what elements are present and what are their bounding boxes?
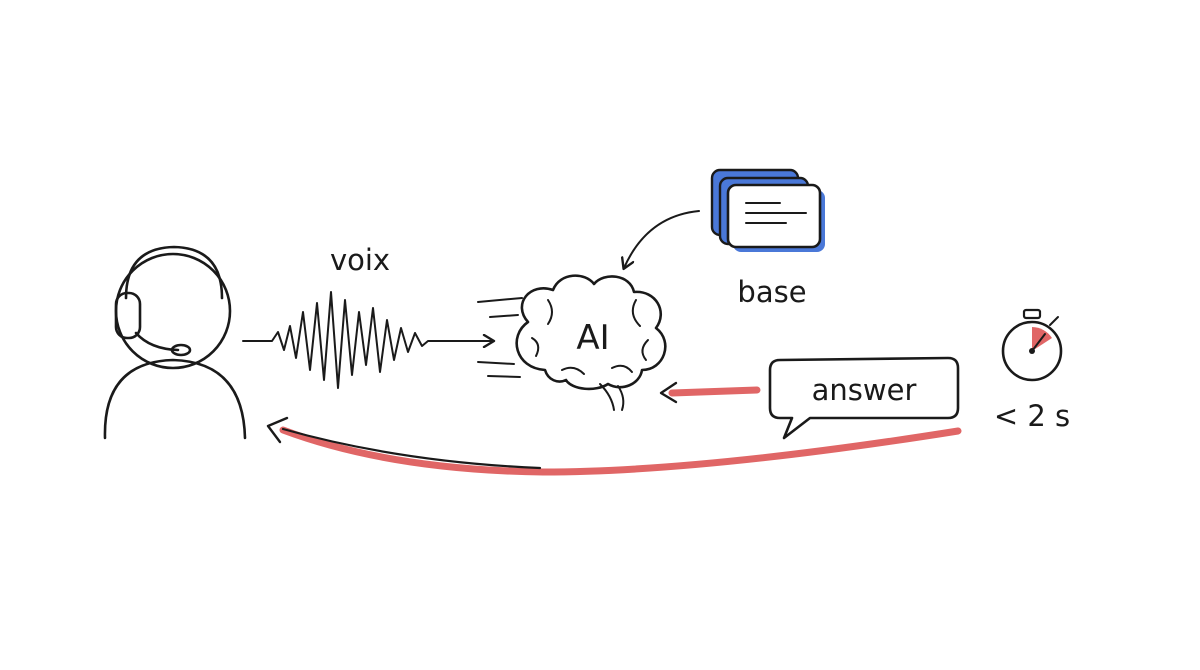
knowledge-to-ai-arrow (624, 210, 700, 268)
ai-label: AI (576, 318, 609, 358)
voice-label: voix (330, 243, 390, 277)
stopwatch-icon (1001, 308, 1063, 382)
latency-label: < 2 s (994, 399, 1070, 433)
document-stack-icon (710, 168, 825, 252)
knowledge-base-label: base (737, 275, 806, 309)
answer-label: answer (812, 373, 917, 407)
speed-lines (477, 297, 523, 378)
return-to-agent-arrow (266, 416, 962, 476)
brain-icon (515, 274, 667, 411)
sound-wave-icon (242, 291, 493, 389)
answer-to-ai-arrow (659, 381, 761, 404)
speech-bubble-icon (768, 356, 960, 440)
agent-headset-icon (103, 245, 247, 440)
